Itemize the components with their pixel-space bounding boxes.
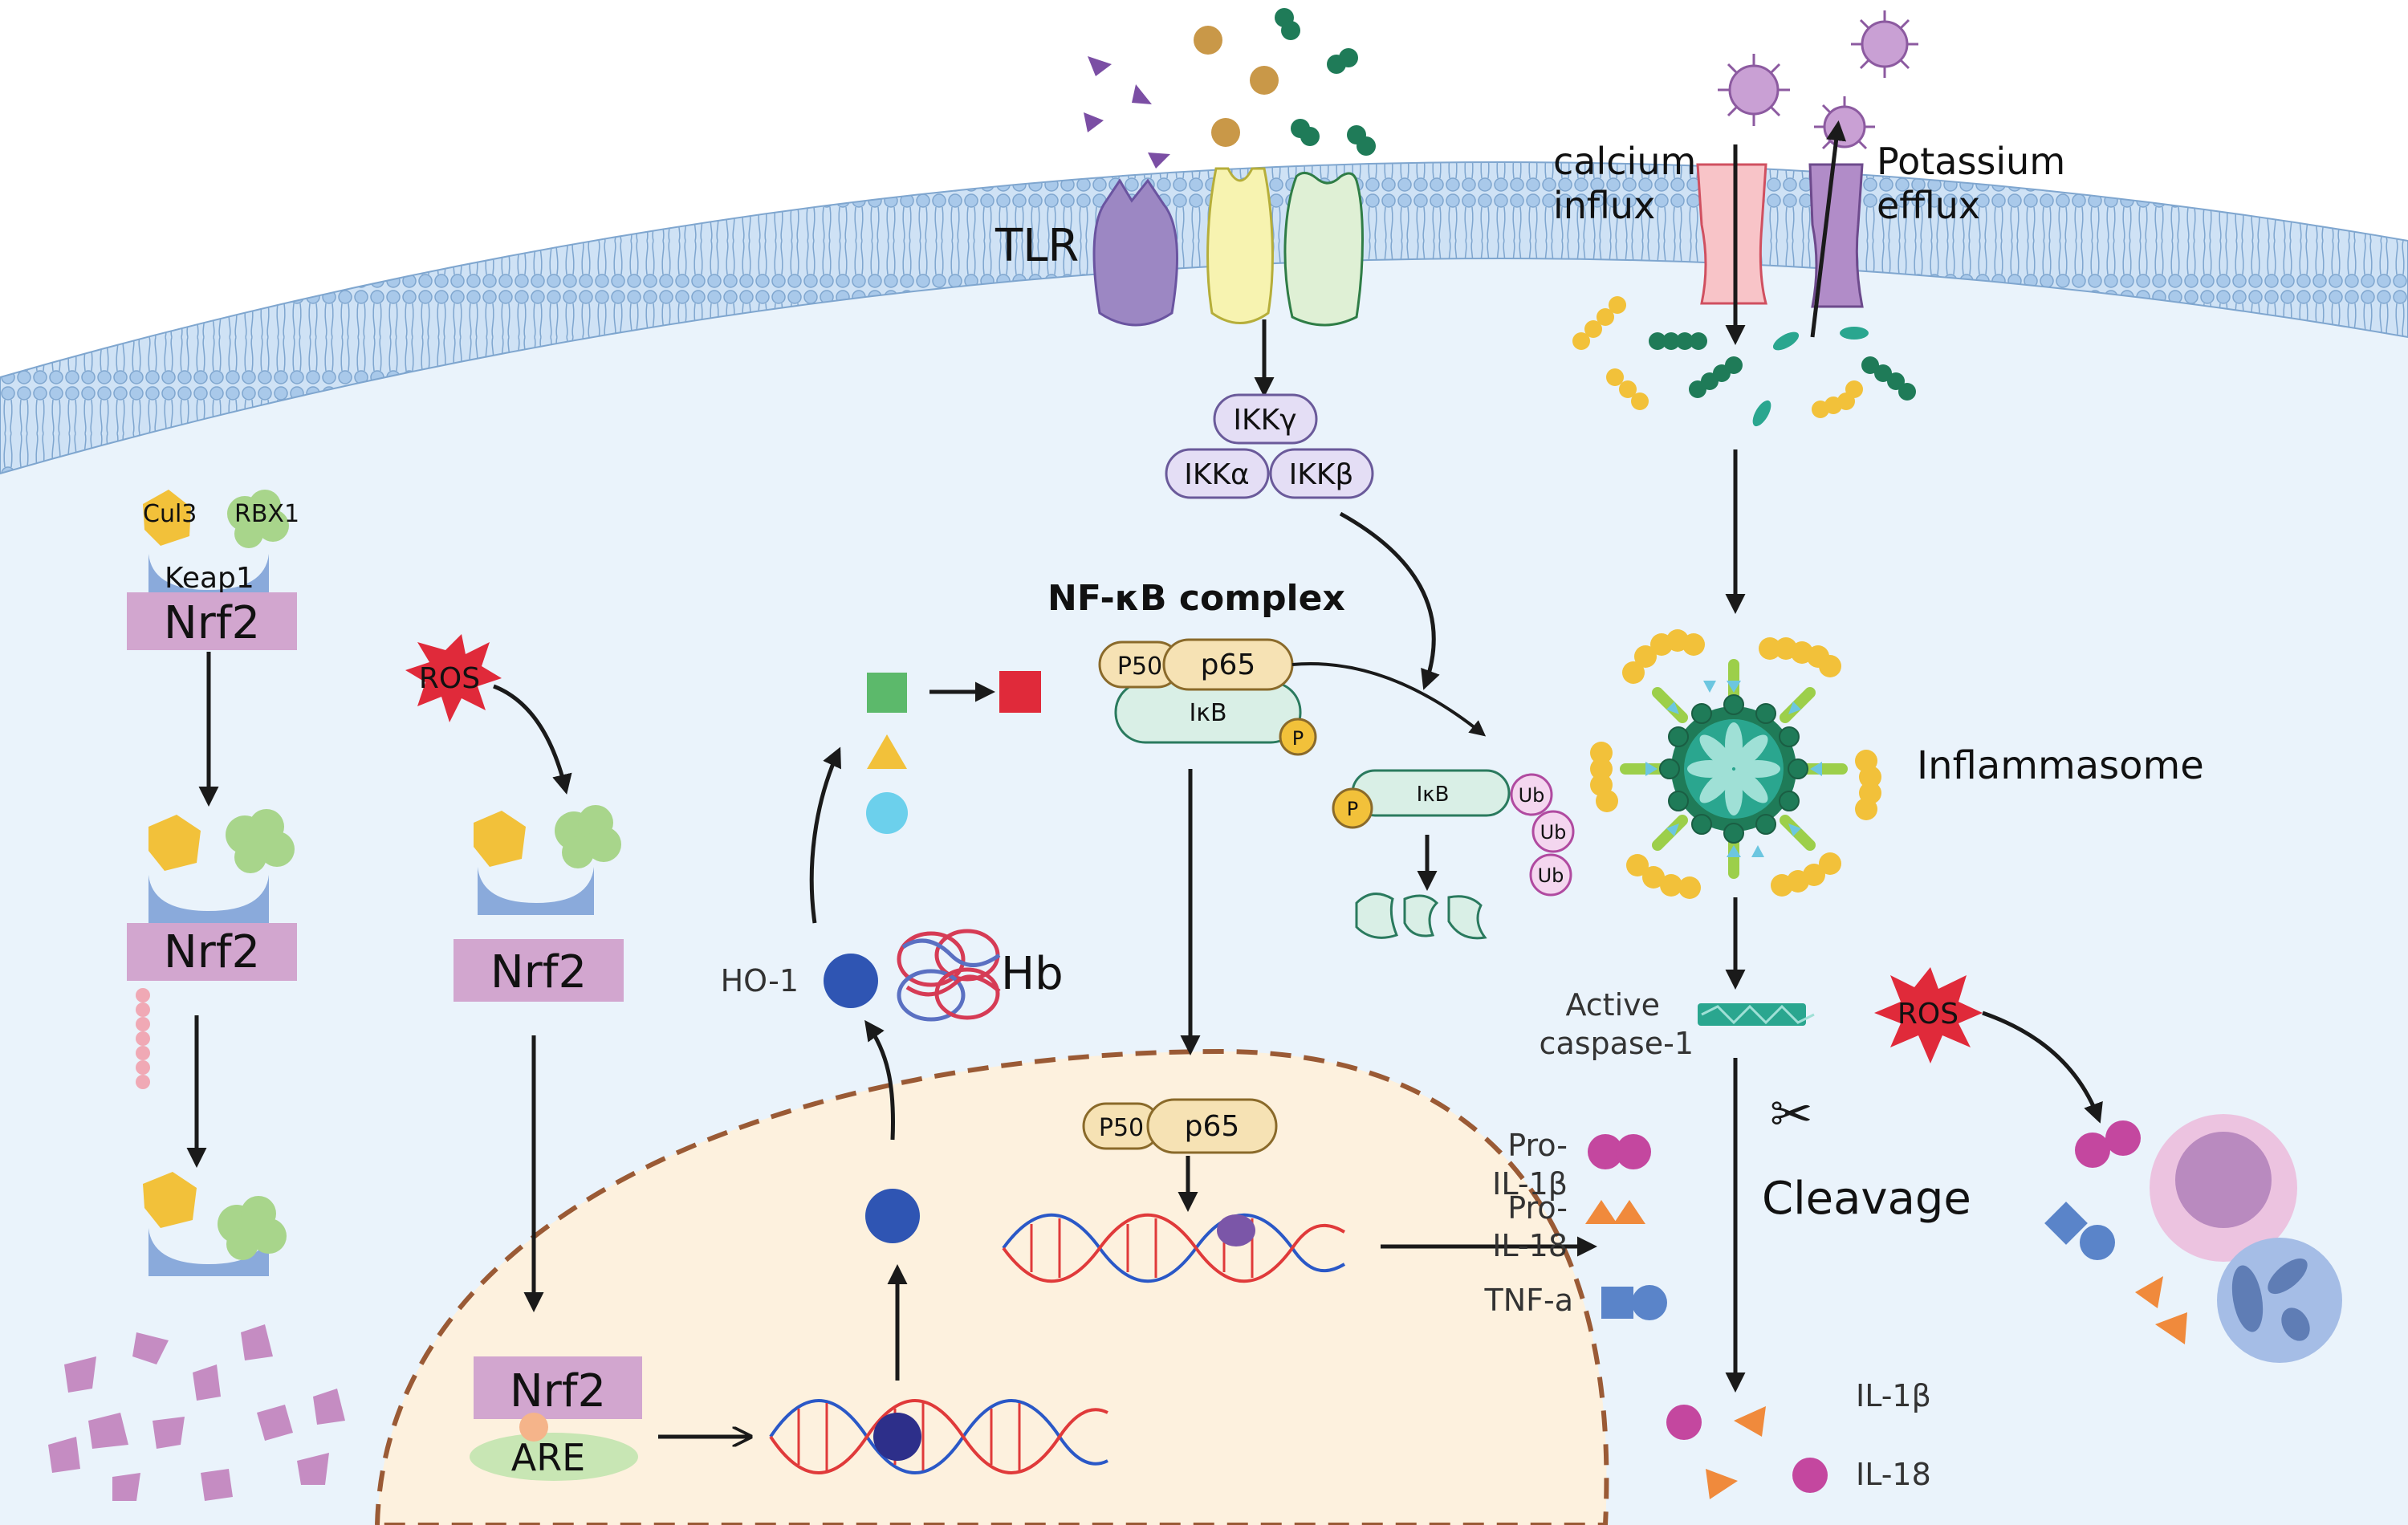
nfkb-ikb-label: IκB xyxy=(1189,699,1226,727)
nfkb-p-label: P xyxy=(1292,727,1304,750)
rbx1-label: RBX1 xyxy=(234,500,299,528)
inflammasome-active_caspase-1-label: caspase-1 xyxy=(1540,1026,1694,1061)
pro-cytokines: Pro- IL-1β Pro- IL-18 TNF-a xyxy=(1484,1128,1667,1320)
tlr-receptor-purple xyxy=(1092,178,1179,327)
ho1-protein xyxy=(824,954,878,1008)
ros-burst-right: ROS xyxy=(1874,967,1983,1063)
cytokines-pro_il18-0-label: Pro- xyxy=(1507,1190,1568,1226)
red-square xyxy=(999,671,1041,713)
ros-burst-left: ROS xyxy=(405,634,502,722)
ho1-hb-group: HO-1 Hb xyxy=(721,929,1064,1022)
nfkb-p50-label: P50 xyxy=(1099,1114,1144,1142)
dna-helix-nrf2 xyxy=(769,1399,1108,1474)
heme-products xyxy=(866,671,1041,834)
nfkb-p65-label: p65 xyxy=(1201,649,1256,681)
hb-label: Hb xyxy=(1001,948,1064,1000)
membrane-calcium_label-1-label: influx xyxy=(1553,184,1655,227)
hemoglobin-icon xyxy=(897,929,1001,1022)
nfkb-p65-label: p65 xyxy=(1185,1110,1240,1143)
cul3-label: Cul3 xyxy=(143,500,197,528)
cytokines-pro_il1b-1-label: IL-1β xyxy=(1492,1166,1568,1202)
ion-channels: calcium influx Potassium efflux xyxy=(1553,140,2065,308)
nrf2-nucleus-box xyxy=(474,1356,642,1419)
tlr-receptors: TLR xyxy=(995,167,1364,327)
nfkb-title: NF-κB complex xyxy=(1047,578,1345,619)
potassium-channel xyxy=(1808,163,1864,308)
ikk-gamma-label: IKKγ xyxy=(1233,404,1296,437)
membrane-calcium_label-0-label: calcium xyxy=(1553,140,1696,183)
ubiquitinated-nrf2: Nrf2 xyxy=(127,809,297,1089)
scissors-icon: ✂ xyxy=(1770,1085,1813,1145)
membrane-potassium_label-0-label: Potassium xyxy=(1877,140,2065,183)
nrf2-free-box xyxy=(454,939,624,1002)
nrf2-ub-label: Nrf2 xyxy=(164,926,260,978)
tlr-receptor-yellow xyxy=(1206,167,1274,324)
green-square xyxy=(867,673,907,713)
nfkb-ub-label: Ub xyxy=(1538,864,1564,887)
are-label: ARE xyxy=(511,1436,586,1479)
inflammasome-complex xyxy=(1590,629,1881,899)
secreted-cytokines xyxy=(2044,1120,2187,1344)
cytokines-pro_il1b-0-label: Pro- xyxy=(1507,1128,1568,1163)
are-element xyxy=(470,1433,638,1481)
ros-label-right: ROS xyxy=(1898,998,1959,1031)
tlr-ligands xyxy=(1084,8,1376,169)
ion-particles xyxy=(1572,296,1916,427)
mature-cytokines: IL-1β IL-18 xyxy=(1666,1378,1931,1499)
pathogen-particles xyxy=(1718,10,1918,150)
dna-helix-nfkb xyxy=(1002,1213,1346,1283)
ho1-label: HO-1 xyxy=(721,963,799,998)
degraded-nrf2-fragments xyxy=(48,1324,345,1501)
nucleus xyxy=(374,1048,1609,1525)
yellow-triangle xyxy=(867,734,907,769)
ikk-alpha-label: IKKα xyxy=(1184,458,1250,491)
nfkb-nucleus-complex: P50 p65 xyxy=(1082,1098,1278,1154)
nrf2-free-label: Nrf2 xyxy=(490,946,587,998)
tlr-receptor-green xyxy=(1283,172,1364,327)
ikk-beta xyxy=(1269,448,1374,499)
nfkb-ub-label: Ub xyxy=(1540,821,1567,844)
nfkb-p-label: P xyxy=(1347,798,1358,820)
nrf2-nucleus-label: Nrf2 xyxy=(510,1365,606,1417)
ikk-alpha xyxy=(1165,448,1270,499)
nfkb-p50-label: P50 xyxy=(1117,653,1162,681)
ikk-complex: IKKγ IKKα IKKβ xyxy=(1165,393,1374,499)
ikb-degraded-fragments xyxy=(1355,893,1487,940)
inflammasome-label: Inflammasome xyxy=(1917,743,2204,788)
rbx1-shape xyxy=(227,490,289,548)
membrane-potassium_label-1-label: efflux xyxy=(1877,184,1980,227)
cytokines-tnf-label: TNF-a xyxy=(1484,1283,1574,1318)
ikb-ubiquitinated: IκB P Ub Ub Ub xyxy=(1332,769,1575,897)
inflammasome-active_caspase-0-label: Active xyxy=(1565,987,1660,1023)
ikk-gamma xyxy=(1213,393,1318,445)
ros-label-left: ROS xyxy=(419,662,480,695)
neutrophil-cell xyxy=(2217,1238,2342,1363)
nfkb-cytoplasm-complex: IκB P50 p65 P xyxy=(1098,638,1317,756)
keap1-label: Keap1 xyxy=(165,562,254,595)
macrophage-cell xyxy=(2150,1114,2297,1262)
ikk-beta-label: IKKβ xyxy=(1289,458,1354,491)
cytokines-il1b-label: IL-1β xyxy=(1856,1378,1931,1413)
calcium-channel xyxy=(1696,163,1767,305)
cyan-circle xyxy=(866,792,908,834)
nrf2-label: Nrf2 xyxy=(164,597,260,649)
keap1-released-complex: Nrf2 xyxy=(454,805,624,1002)
tlr-label: TLR xyxy=(995,220,1079,272)
active-caspase-1: Active caspase-1 xyxy=(1540,987,1815,1061)
nfkb-ub-label: Ub xyxy=(1519,784,1545,807)
nrf2-are-binding: Nrf2 ARE xyxy=(470,1356,642,1481)
free-keap1 xyxy=(143,1172,287,1276)
keap1-nrf2-complex: Cul3 RBX1 Keap1 Nrf2 xyxy=(127,490,299,650)
nrf2-box xyxy=(127,592,297,650)
cytokines-pro_il18-1-label: IL-18 xyxy=(1492,1228,1568,1263)
ho1-protein-nucleus xyxy=(865,1189,920,1243)
nfkb-ikb-label: IκB xyxy=(1417,783,1450,807)
cytokines-il18-label: IL-18 xyxy=(1856,1457,1931,1492)
cul3-shape xyxy=(143,490,191,546)
cell-membrane xyxy=(0,161,2408,475)
cleavage-label: Cleavage xyxy=(1762,1173,1971,1225)
